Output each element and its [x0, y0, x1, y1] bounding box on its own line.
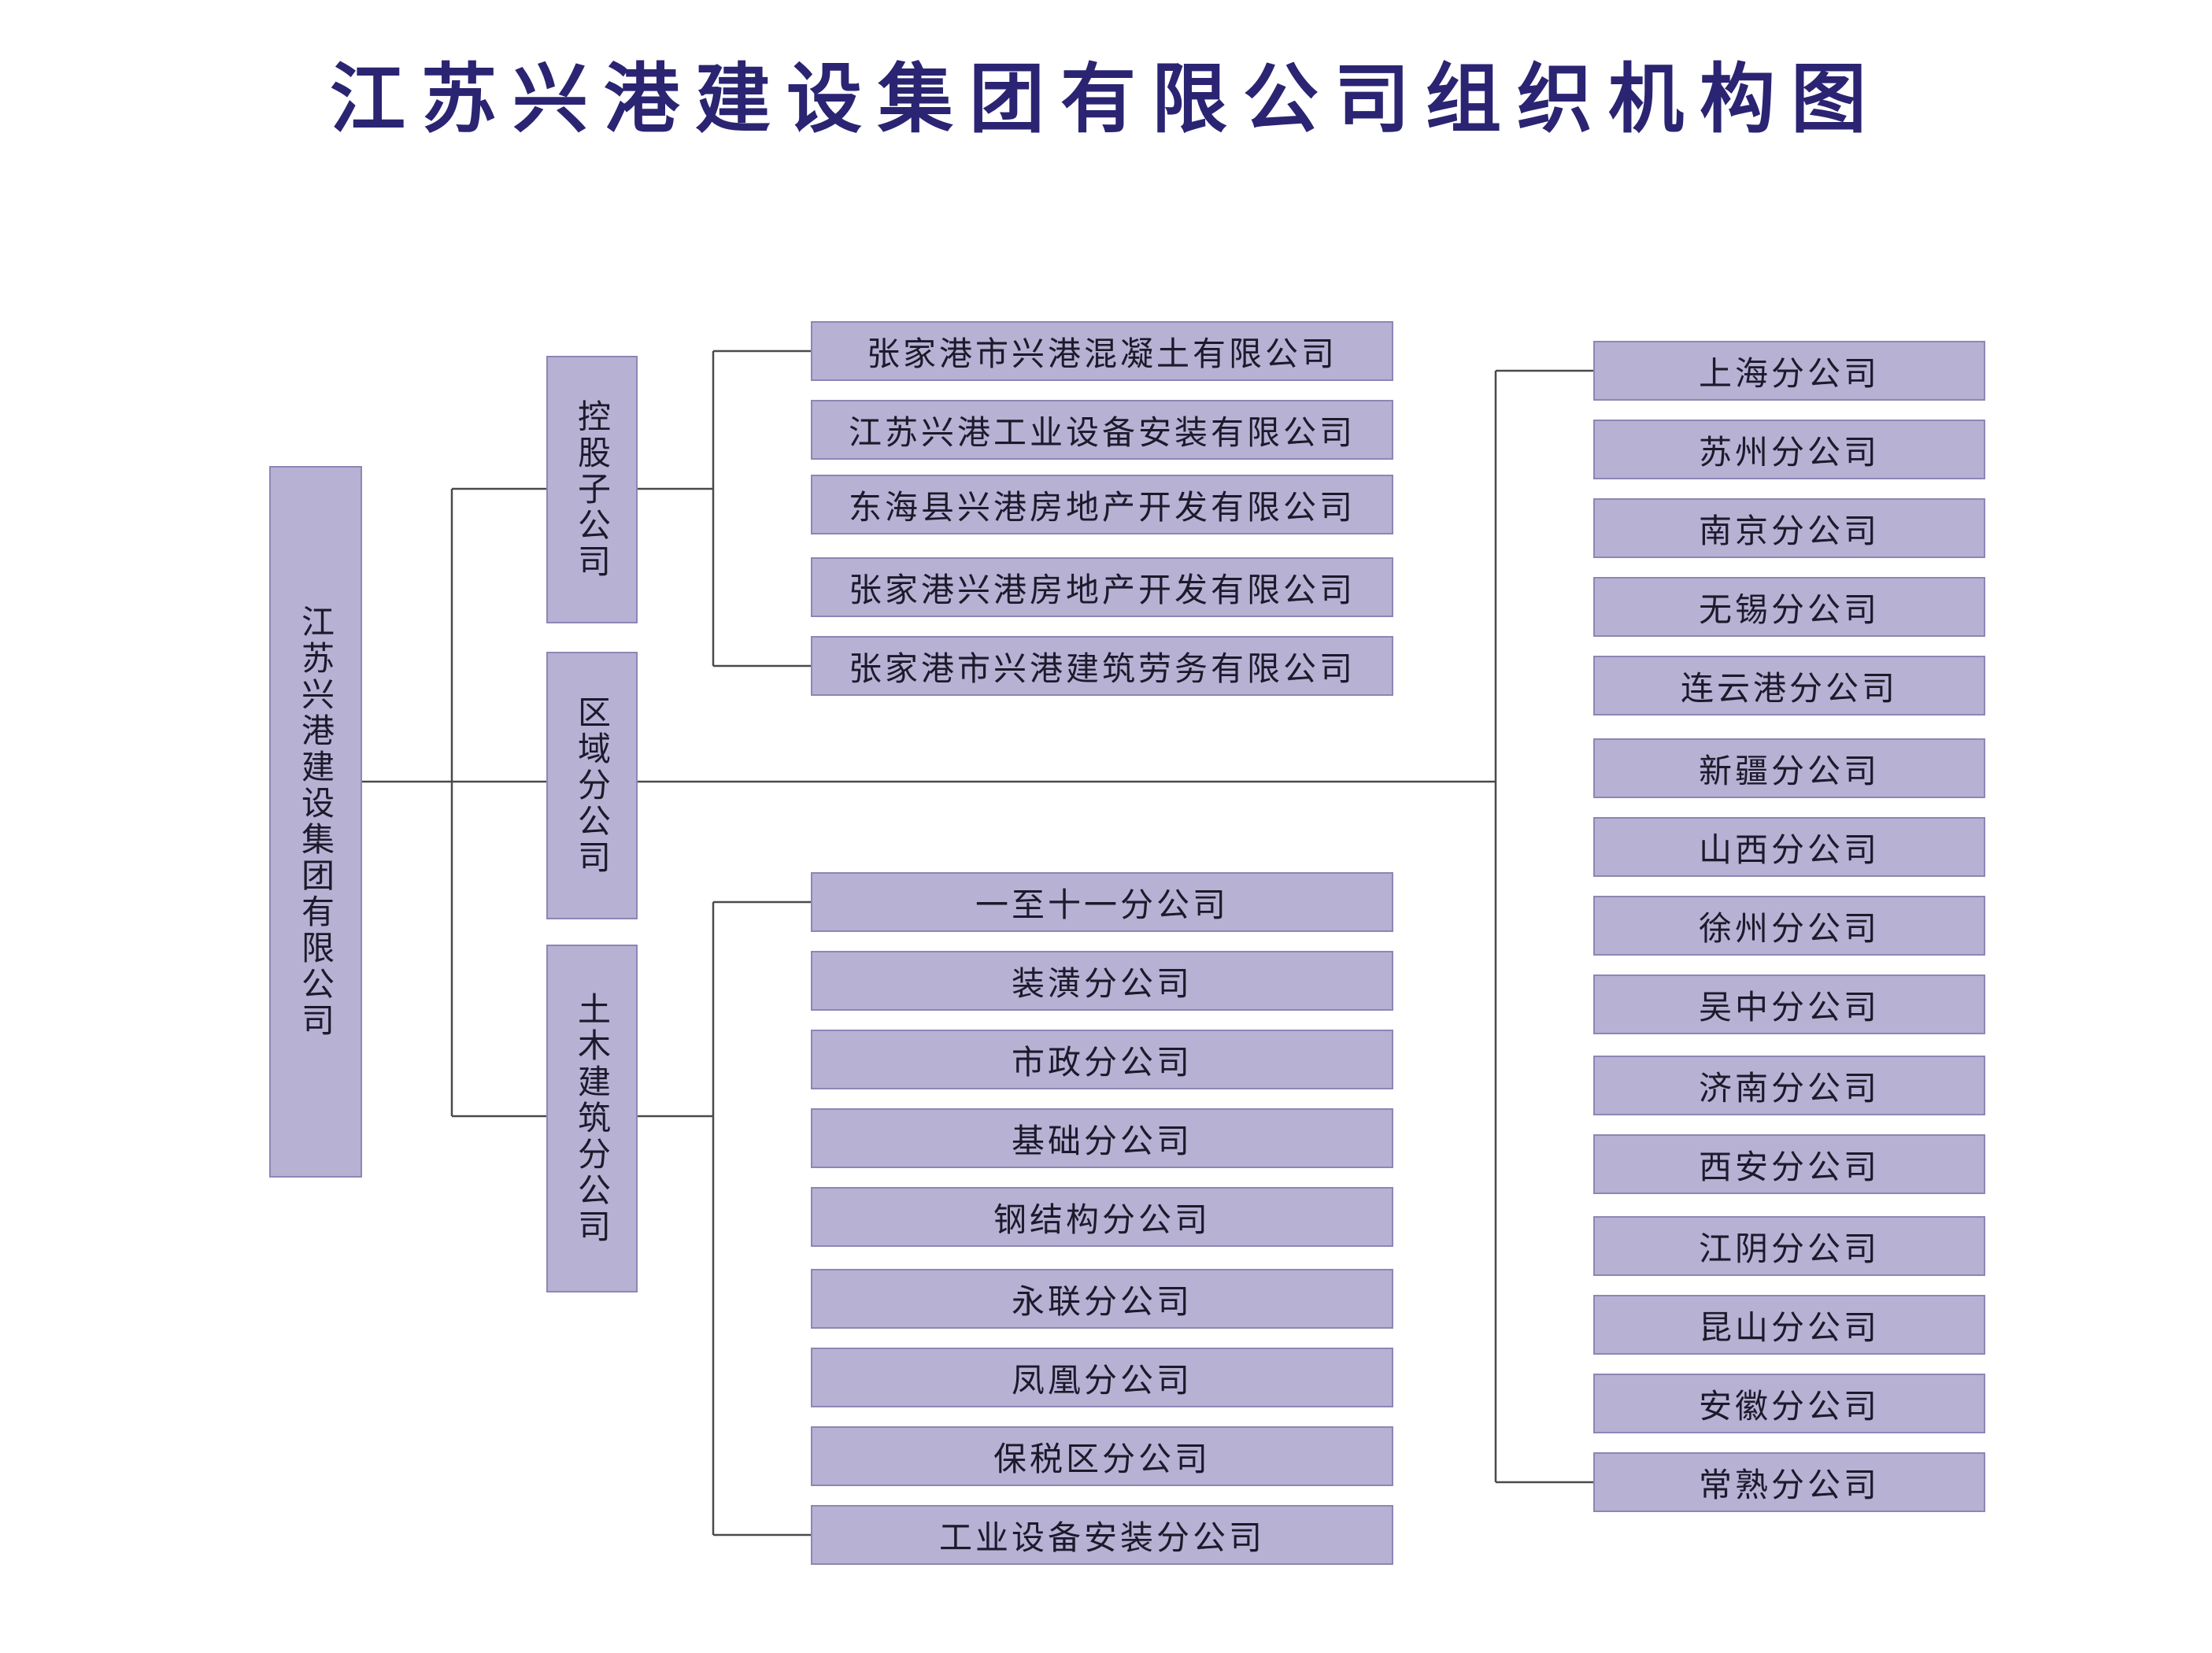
holding-subsidiaries-box: 控股子公司	[546, 356, 638, 623]
regional-branch-box-13: 昆山分公司	[1593, 1295, 1985, 1355]
civil-branch-box-5: 钢结构分公司	[811, 1187, 1393, 1247]
civil-construction-branches-box: 土木建筑分公司	[546, 945, 638, 1292]
civil-branch-box-2: 装潢分公司	[811, 951, 1393, 1011]
regional-branch-box-15: 常熟分公司	[1593, 1452, 1985, 1512]
regional-branch-box-9: 吴中分公司	[1593, 974, 1985, 1034]
holding-subsidiary-box-3: 东海县兴港房地产开发有限公司	[811, 475, 1393, 534]
chart-title: 江苏兴港建设集团有限公司组织机构图	[330, 55, 1882, 143]
regional-branch-box-14: 安徽分公司	[1593, 1374, 1985, 1433]
holding-subsidiary-box-1: 张家港市兴港混凝土有限公司	[811, 321, 1393, 381]
regional-branch-box-6: 新疆分公司	[1593, 738, 1985, 798]
regional-branch-box-4: 无锡分公司	[1593, 577, 1985, 637]
civil-branch-box-1: 一至十一分公司	[811, 872, 1393, 932]
civil-branch-box-8: 保税区分公司	[811, 1426, 1393, 1486]
regional-branch-box-5: 连云港分公司	[1593, 656, 1985, 716]
regional-branch-box-3: 南京分公司	[1593, 498, 1985, 558]
civil-branch-box-6: 永联分公司	[811, 1269, 1393, 1329]
regional-branch-box-2: 苏州分公司	[1593, 420, 1985, 479]
regional-branch-box-1: 上海分公司	[1593, 341, 1985, 401]
regional-branch-box-7: 山西分公司	[1593, 817, 1985, 877]
regional-branch-box-12: 江阴分公司	[1593, 1216, 1985, 1276]
holding-subsidiary-box-4: 张家港兴港房地产开发有限公司	[811, 557, 1393, 617]
civil-branch-box-3: 市政分公司	[811, 1030, 1393, 1089]
root-company-box: 江苏兴港建设集团有限公司	[269, 466, 362, 1178]
regional-branches-box: 区域分公司	[546, 652, 638, 919]
regional-branch-box-8: 徐州分公司	[1593, 896, 1985, 956]
civil-branch-box-9: 工业设备安装分公司	[811, 1505, 1393, 1565]
regional-branch-box-11: 西安分公司	[1593, 1134, 1985, 1194]
civil-branch-box-4: 基础分公司	[811, 1108, 1393, 1168]
holding-subsidiary-box-2: 江苏兴港工业设备安装有限公司	[811, 400, 1393, 460]
civil-branch-box-7: 凤凰分公司	[811, 1348, 1393, 1407]
regional-branch-box-10: 济南分公司	[1593, 1056, 1985, 1115]
holding-subsidiary-box-5: 张家港市兴港建筑劳务有限公司	[811, 636, 1393, 696]
